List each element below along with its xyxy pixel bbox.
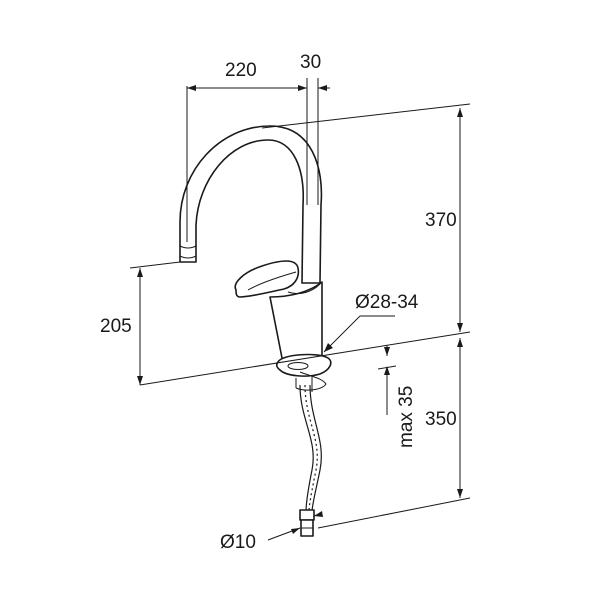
dimension-lines xyxy=(129,78,471,541)
spout-outlet-band xyxy=(179,245,197,249)
hose-fitting xyxy=(299,509,315,537)
spout-outlet xyxy=(179,255,197,259)
dimension-hole-diameter-label: Ø28-34 xyxy=(355,292,419,313)
base-nut xyxy=(295,376,313,392)
mounting-base xyxy=(275,353,332,377)
base-bracket xyxy=(295,371,327,391)
body-cap-line xyxy=(287,283,321,295)
dimension-350-label: 350 xyxy=(425,409,457,430)
dimension-370-label: 370 xyxy=(425,210,457,231)
braided-hose xyxy=(299,384,322,513)
lever-handle xyxy=(234,260,300,298)
dimension-10-label: Ø10 xyxy=(220,532,256,553)
dimension-max-35-label: max 35 xyxy=(396,386,417,448)
lever-detail xyxy=(247,271,297,291)
base-hole xyxy=(287,362,309,370)
faucet-spout xyxy=(179,125,323,284)
dimension-30-label: 30 xyxy=(300,52,321,73)
dimension-220-label: 220 xyxy=(225,60,257,81)
faucet-illustration xyxy=(179,125,332,537)
dimension-205-label: 205 xyxy=(100,316,132,337)
